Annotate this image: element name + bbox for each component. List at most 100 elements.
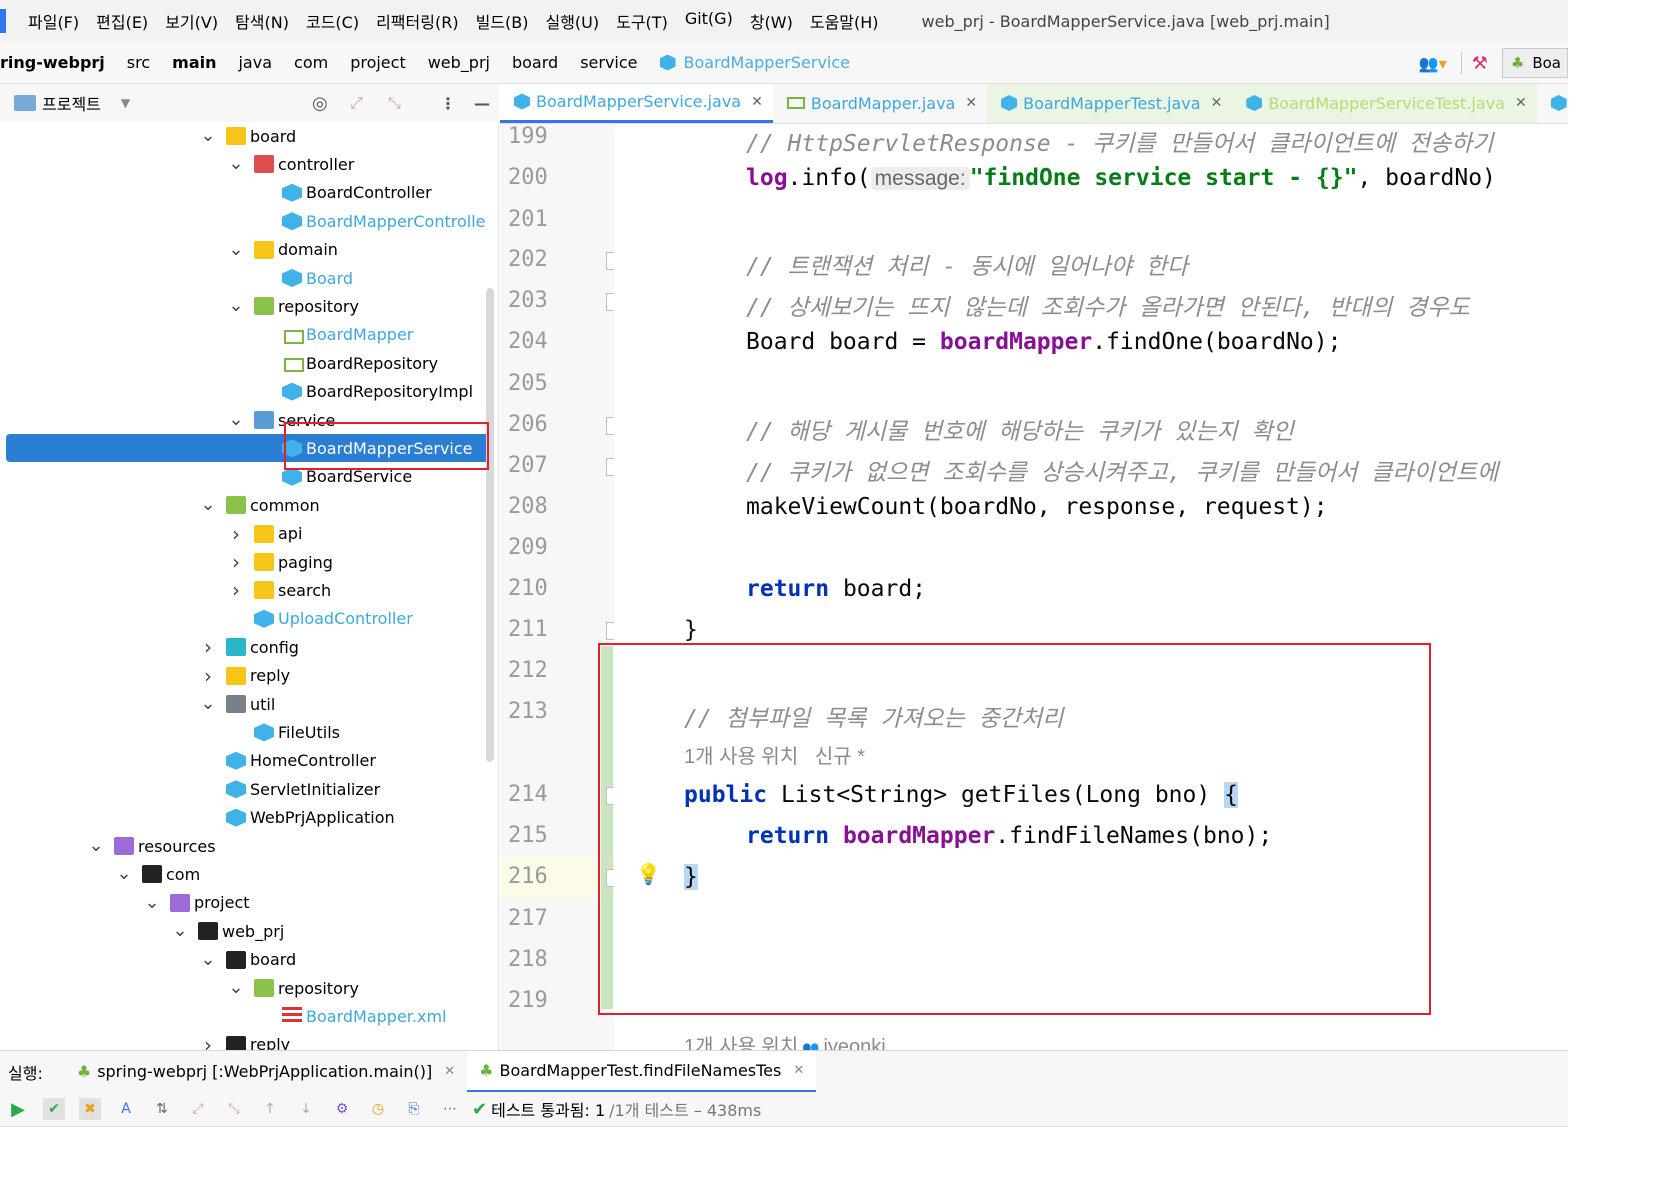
breadcrumb-item[interactable]: service	[580, 53, 638, 72]
menu-item[interactable]: 창(W)	[749, 13, 793, 32]
rerun-icon[interactable]: ▶	[11, 1098, 25, 1120]
tree-item[interactable]: ⌄controller	[0, 150, 498, 178]
chevron-down-icon[interactable]: ⌄	[200, 494, 216, 516]
tree-scrollbar[interactable]	[486, 288, 494, 762]
breadcrumb-item[interactable]: java	[238, 53, 273, 72]
chevron-down-icon[interactable]: ⌄	[228, 153, 244, 175]
chevron-down-icon[interactable]: ⌄	[144, 891, 160, 913]
chevron-right-icon[interactable]: ›	[204, 635, 212, 660]
tree-item[interactable]: ⌄resources	[0, 832, 498, 860]
usage-hint[interactable]: 1개 사용 위치 신규 *	[684, 746, 866, 768]
chevron-right-icon[interactable]: ›	[204, 1032, 212, 1050]
tree-item[interactable]: ›api	[0, 520, 498, 548]
tree-item[interactable]: ⌄com	[0, 860, 498, 888]
close-icon[interactable]: ✕	[1210, 95, 1223, 111]
tree-item[interactable]: ⌄domain	[0, 236, 498, 264]
tree-item[interactable]: ⌄board	[0, 122, 498, 150]
breadcrumb-item[interactable]: board	[511, 53, 559, 72]
close-icon[interactable]: ✕	[793, 1062, 805, 1078]
close-icon[interactable]: ✕	[965, 95, 978, 111]
editor-tab[interactable]: BoardMapperService.java✕	[500, 84, 773, 123]
sort-alpha-icon[interactable]: A	[121, 1101, 131, 1117]
tree-item[interactable]: ⌄util	[0, 690, 498, 718]
collapse-icon[interactable]: ⤡	[228, 1101, 240, 1117]
tree-item[interactable]: ⌄web_prj	[0, 917, 498, 945]
next-failed-icon[interactable]: ↓	[300, 1101, 312, 1117]
breadcrumb-item[interactable]: web_prj	[427, 53, 490, 72]
show-passed-icon[interactable]: ✔	[43, 1098, 65, 1120]
tree-item[interactable]: WebPrjApplication	[0, 804, 498, 832]
tree-item[interactable]: BoardController	[0, 179, 498, 207]
clock-icon[interactable]: ◷	[371, 1101, 385, 1117]
tree-item[interactable]: ›reply	[0, 1031, 498, 1050]
chevron-right-icon[interactable]: ›	[232, 521, 240, 546]
menu-item[interactable]: 도움말(H)	[809, 13, 879, 32]
locate-icon[interactable]: ◎	[312, 92, 328, 114]
breadcrumb-item[interactable]: project	[350, 53, 406, 72]
menu-item[interactable]: 실행(U)	[545, 13, 600, 32]
menu-item[interactable]: 보기(V)	[165, 13, 219, 32]
chevron-down-icon[interactable]: ⌄	[200, 125, 216, 146]
tree-item[interactable]: UploadController	[0, 605, 498, 633]
run-tab[interactable]: ♣BoardMapperTest.findFileNamesTes✕	[467, 1050, 817, 1093]
expand-all-icon[interactable]: ⤢	[350, 93, 363, 112]
tree-item[interactable]: ⌄common	[0, 491, 498, 519]
editor-tab[interactable]: BoardMapper.java✕	[773, 84, 987, 123]
chevron-down-icon[interactable]: ⌄	[200, 948, 216, 970]
menu-item[interactable]: 코드(C)	[305, 13, 360, 32]
chevron-down-icon[interactable]: ⌄	[228, 409, 244, 430]
sort-duration-icon[interactable]: ⇅	[156, 1101, 168, 1117]
tree-item[interactable]: ⌄board	[0, 946, 498, 974]
tree-item[interactable]: ›reply	[0, 662, 498, 690]
chevron-down-icon[interactable]: ⌄	[200, 693, 216, 714]
chevron-down-icon[interactable]: ⌄	[228, 295, 244, 317]
chevron-right-icon[interactable]: ›	[232, 578, 240, 603]
expand-icon[interactable]: ⤢	[192, 1101, 204, 1117]
chevron-down-icon[interactable]: ⌄	[116, 863, 132, 885]
tree-item[interactable]: ›config	[0, 633, 498, 661]
chevron-down-icon[interactable]: ⌄	[228, 977, 244, 998]
lightbulb-icon[interactable]: 💡	[636, 862, 661, 886]
close-icon[interactable]: ✕	[751, 93, 763, 110]
close-icon[interactable]: ✕	[444, 1064, 456, 1079]
editor-tab[interactable]: BoardMapperServiceTest.java✕	[1232, 84, 1537, 123]
close-icon[interactable]: ✕	[1514, 95, 1527, 111]
breadcrumb-item[interactable]: main	[172, 53, 217, 72]
options-icon[interactable]: ⋮	[440, 93, 456, 113]
chevron-right-icon[interactable]: ›	[232, 550, 240, 574]
menu-item[interactable]: 빌드(B)	[475, 13, 529, 32]
breadcrumb-item[interactable]: com	[294, 53, 329, 72]
editor-tab[interactable]: Boa	[1537, 84, 1568, 123]
tree-item[interactable]: BoardMapper	[0, 321, 498, 349]
usage-hint[interactable]: 1개 사용 위치 👥 iyeonki	[684, 1030, 886, 1050]
menu-item[interactable]: 파일(F)	[28, 13, 80, 32]
tree-item[interactable]: ServletInitializer	[0, 775, 498, 803]
vcs-users-icon[interactable]: 👥▾	[1418, 53, 1447, 73]
tree-item[interactable]: HomeController	[0, 747, 498, 775]
more-icon[interactable]: ⋯	[443, 1101, 457, 1117]
chevron-right-icon[interactable]: ›	[204, 663, 212, 688]
tree-item[interactable]: ⌄service	[0, 406, 498, 434]
build-hammer-icon[interactable]: ⚒	[1471, 52, 1488, 74]
tree-item[interactable]: BoardMapper.xml	[0, 1002, 498, 1030]
run-tab[interactable]: ♣spring-webprj [:WebPrjApplication.main(…	[65, 1051, 467, 1093]
menu-item[interactable]: 도구(T)	[616, 13, 668, 32]
menu-item[interactable]: Git(G)	[684, 9, 733, 28]
show-ignored-icon[interactable]: ✖	[79, 1098, 101, 1120]
code-editor[interactable]: // HttpServletResponse - 쿠키를 만들어서 클라이언트에…	[614, 124, 1568, 1050]
tree-item[interactable]: ›paging	[0, 548, 498, 576]
collapse-all-icon[interactable]: ⤡	[388, 93, 401, 112]
tree-item[interactable]: BoardRepository	[0, 349, 498, 377]
tree-item[interactable]: FileUtils	[0, 718, 498, 746]
menu-item[interactable]: 탐색(N)	[235, 13, 289, 32]
menu-item[interactable]: 리팩터링(R)	[376, 13, 459, 32]
project-panel-title[interactable]: 프로젝트	[42, 95, 101, 114]
tree-item[interactable]: ⌄project	[0, 889, 498, 917]
hide-panel-icon[interactable]: —	[474, 93, 490, 113]
chevron-down-icon[interactable]: ⌄	[172, 920, 188, 942]
tree-item[interactable]: ⌄repository	[0, 292, 498, 320]
tree-item[interactable]: ›search	[0, 576, 498, 604]
chevron-down-icon[interactable]: ▼	[120, 96, 131, 110]
chevron-down-icon[interactable]: ⌄	[228, 238, 244, 260]
tree-item[interactable]: BoardMapperControlle	[0, 207, 498, 235]
